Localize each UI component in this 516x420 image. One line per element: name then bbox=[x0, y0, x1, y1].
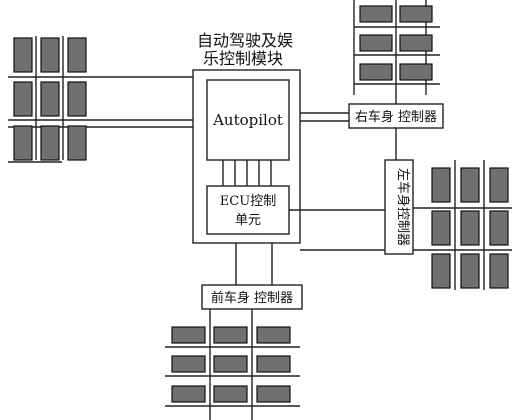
right-body-controller: 右车身 控制器 bbox=[348, 103, 444, 160]
right-actuator-group bbox=[413, 160, 512, 290]
bottom-actuator-group bbox=[165, 326, 300, 407]
autopilot-label: Autopilot bbox=[212, 111, 283, 129]
autopilot-box bbox=[206, 79, 290, 161]
side-body-controller: 左车身控制器 bbox=[384, 159, 414, 255]
ecu-label-line2: 单元 bbox=[235, 213, 261, 228]
front-body-controller: 前车身 控制器 bbox=[201, 284, 303, 420]
front-body-controller-label: 前车身 控制器 bbox=[211, 290, 293, 306]
right-body-controller-label: 右车身 控制器 bbox=[355, 109, 437, 125]
ecu-label-line1: ECU控制 bbox=[220, 194, 276, 209]
central-module-title-line2: 乐控制模块 bbox=[203, 49, 283, 68]
left-actuator-group bbox=[8, 36, 193, 163]
central-module: 自动驾驶及娱 乐控制模块 Autopilot ECU控制 单元 bbox=[192, 31, 301, 244]
top-right-actuator-group bbox=[353, 0, 440, 104]
side-body-controller-label: 左车身控制器 bbox=[395, 168, 411, 246]
central-module-title-line1: 自动驾驶及娱 bbox=[197, 31, 293, 50]
